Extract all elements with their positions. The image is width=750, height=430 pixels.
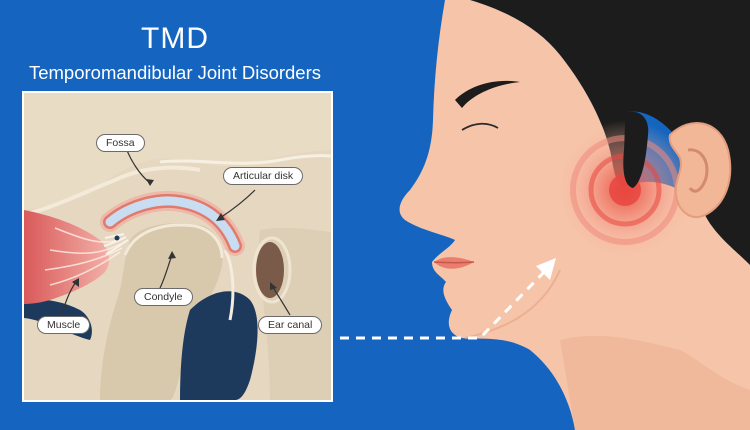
articular-disk (105, 196, 240, 251)
pointer-arrowhead (536, 258, 556, 280)
muscle (24, 210, 110, 304)
neck-shadow (560, 335, 750, 430)
ear-canal (256, 242, 284, 298)
skull-bone (24, 93, 331, 210)
condyle-leader-head (168, 251, 176, 259)
fossa-leader-head (146, 179, 154, 186)
ear (668, 122, 732, 218)
disk-leader (219, 189, 256, 219)
mandible (100, 223, 223, 400)
eye (461, 122, 499, 131)
deep-tissue (180, 291, 258, 400)
condyle-edge (123, 223, 224, 259)
label-condyle: Condyle (134, 288, 193, 306)
bone-highlight (159, 154, 331, 165)
label-articular-disk: Articular disk (223, 167, 304, 185)
retrodiscal-tissue (223, 249, 235, 321)
label-fossa: Fossa (96, 134, 145, 152)
page-subtitle: Temporomandibular Joint Disorders (28, 62, 322, 83)
muscle-leader (61, 281, 77, 315)
muscle-leader-head (72, 278, 79, 287)
label-ear-canal: Ear canal (258, 316, 323, 334)
disk-leader-head (216, 213, 225, 221)
label-muscle: Muscle (37, 316, 91, 334)
disk-attachment (114, 235, 120, 241)
lip-line (433, 261, 475, 264)
page-title: TMD (141, 22, 209, 55)
eyebrow (455, 80, 520, 108)
muscle-fibers (44, 227, 123, 286)
sideburn (623, 111, 649, 188)
inset-anatomy (24, 93, 331, 400)
ear-detail (687, 148, 709, 193)
fossa-edge (24, 165, 201, 217)
ear-canal-leader-head (270, 282, 277, 290)
jaw-line (464, 269, 561, 339)
ear-canal-rim (252, 236, 292, 304)
